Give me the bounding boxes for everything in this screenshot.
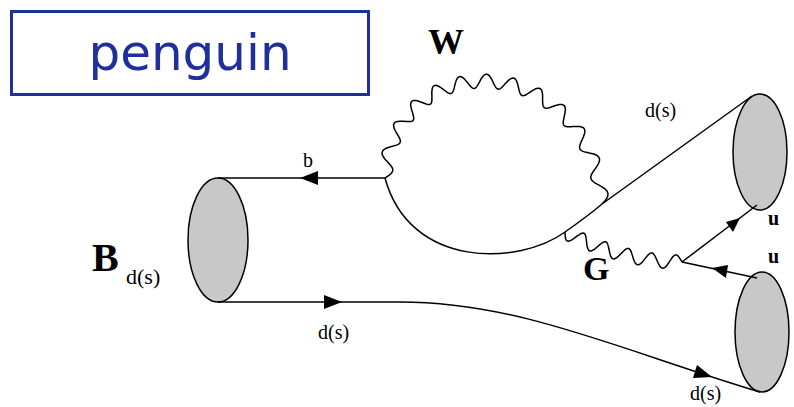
title-box: penguin [10,10,370,96]
meson-blob [735,272,789,392]
w-boson-line [382,74,608,204]
quark-label: d(s) [318,322,349,342]
arrow-head [324,295,342,309]
quark-line [682,262,757,278]
arrow-head [712,265,728,278]
quark-line [602,96,752,204]
meson-blob [188,178,248,302]
gluon-line [565,232,682,268]
boson-label: W [428,24,464,60]
quark-label: u [768,246,779,266]
quark-loop [385,178,602,254]
meson-subscript: d(s) [126,266,160,288]
quark-line [218,302,760,392]
arrow-head [693,365,712,378]
meson-blob [733,94,787,210]
quark-label: u [768,208,779,228]
arrow-head [726,218,740,232]
gluon-label: G [583,252,609,286]
quark-label: d(s) [690,383,721,403]
quark-line [682,205,757,262]
box-title: penguin [88,24,291,82]
meson-label: B [92,238,119,278]
quark-label: b [303,150,313,170]
arrow-head [300,171,318,185]
quark-label: d(s) [645,100,676,120]
